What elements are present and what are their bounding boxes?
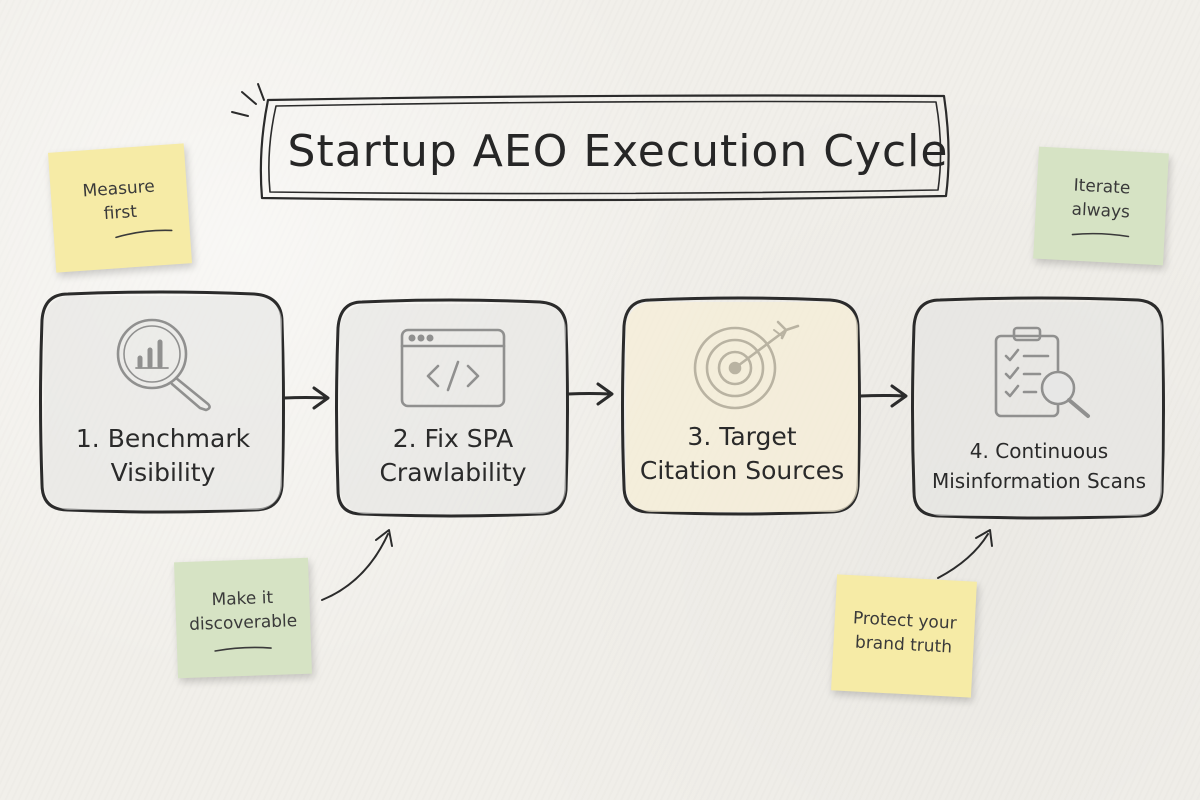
- page-title: Startup AEO Execution Cycle: [287, 125, 949, 177]
- step-label-spa: 2. Fix SPA Crawlability: [379, 424, 527, 487]
- step-card-spa: 2. Fix SPA Crawlability: [340, 304, 566, 514]
- note-underline: [214, 646, 272, 652]
- note-arrows: [321, 529, 993, 601]
- note-underline: [115, 229, 173, 239]
- sticky-note-iterate: Iterate always: [1033, 146, 1169, 266]
- note-text-iterate: Iterate always: [1071, 175, 1131, 223]
- title-frame: [259, 94, 950, 202]
- note-text-discover: Make it discoverable: [188, 587, 298, 635]
- sparkle-marks: [231, 83, 265, 117]
- note-underline: [1071, 232, 1130, 238]
- note-text-protect: Protect your brand truth: [852, 608, 958, 658]
- sticky-note-discover: Make it discoverable: [174, 557, 312, 679]
- step-label-benchmark: 1. Benchmark Visibility: [75, 424, 251, 487]
- note-text-measure: Measure first: [81, 176, 156, 225]
- step-label-scans: 4. Continuous Misinformation Scans: [931, 439, 1147, 493]
- card-borders: [39, 290, 1165, 520]
- sticky-note-protect: Protect your brand truth: [831, 574, 977, 698]
- step-card-benchmark: 1. Benchmark Visibility: [44, 296, 282, 510]
- flow-arrows: [282, 382, 908, 410]
- sticky-note-measure: Measure first: [47, 143, 193, 273]
- step-card-scans: 4. Continuous Misinformation Scans: [916, 302, 1162, 516]
- step-card-citation: 3. Target Citation Sources: [626, 302, 858, 512]
- step-label-citation: 3. Target Citation Sources: [639, 422, 845, 485]
